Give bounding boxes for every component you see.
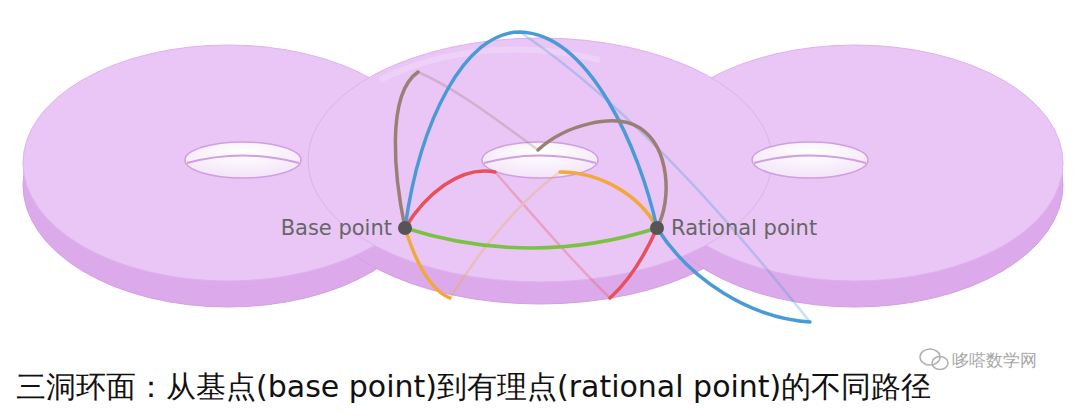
- hidden-path: [418, 32, 810, 322]
- watermark-icon: [920, 349, 948, 370]
- point-label: Rational point: [671, 216, 817, 240]
- figure-caption: 三洞环面：从基点(base point)到有理点(rational point)…: [16, 367, 931, 408]
- watermark: 哆嗒数学网: [952, 349, 1037, 372]
- point-dot: [398, 221, 412, 235]
- point-label: Base point: [281, 216, 392, 240]
- path-curve: [395, 32, 810, 322]
- torus-hole: [185, 142, 868, 178]
- point-dot: [650, 221, 664, 235]
